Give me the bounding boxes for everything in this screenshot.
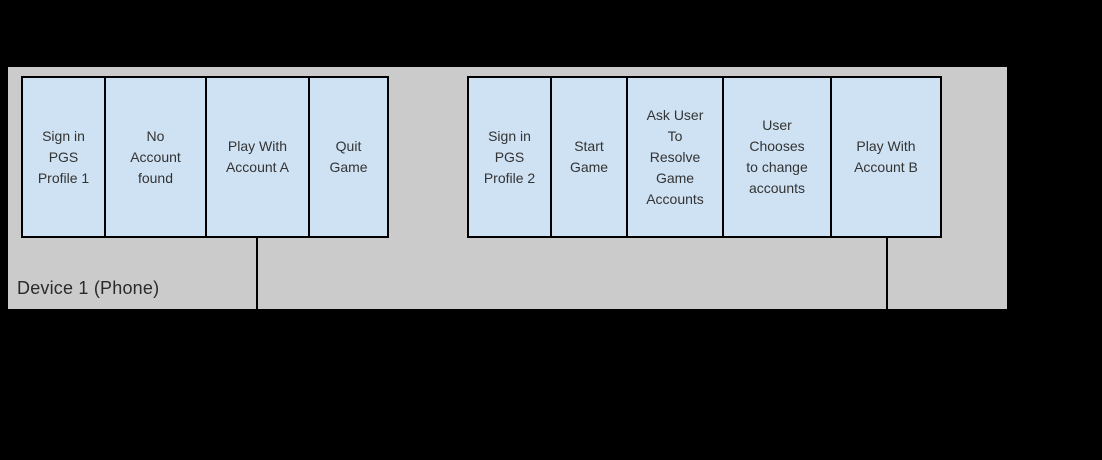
flow-group-second-session: Sign in PGS Profile 2 Start Game Ask Use… [467, 76, 942, 238]
step-box-play-with-account-b: Play With Account B [830, 76, 942, 238]
step-box-ask-user-to-resolve: Ask User To Resolve Game Accounts [626, 76, 724, 238]
step-box-sign-in-pgs-profile-1: Sign in PGS Profile 1 [21, 76, 106, 238]
flow-group-first-session: Sign in PGS Profile 1 No Account found P… [21, 76, 389, 238]
step-box-start-game: Start Game [550, 76, 628, 238]
step-box-no-account-found: No Account found [104, 76, 207, 238]
step-box-user-chooses-change: User Chooses to change accounts [722, 76, 832, 238]
step-box-sign-in-pgs-profile-2: Sign in PGS Profile 2 [467, 76, 552, 238]
lane-label-device-1: Device 1 (Phone) [17, 278, 160, 298]
step-box-play-with-account-a: Play With Account A [205, 76, 310, 238]
step-box-quit-game: Quit Game [308, 76, 389, 238]
connector-line-account-a [256, 238, 258, 309]
connector-line-account-b [886, 238, 888, 309]
